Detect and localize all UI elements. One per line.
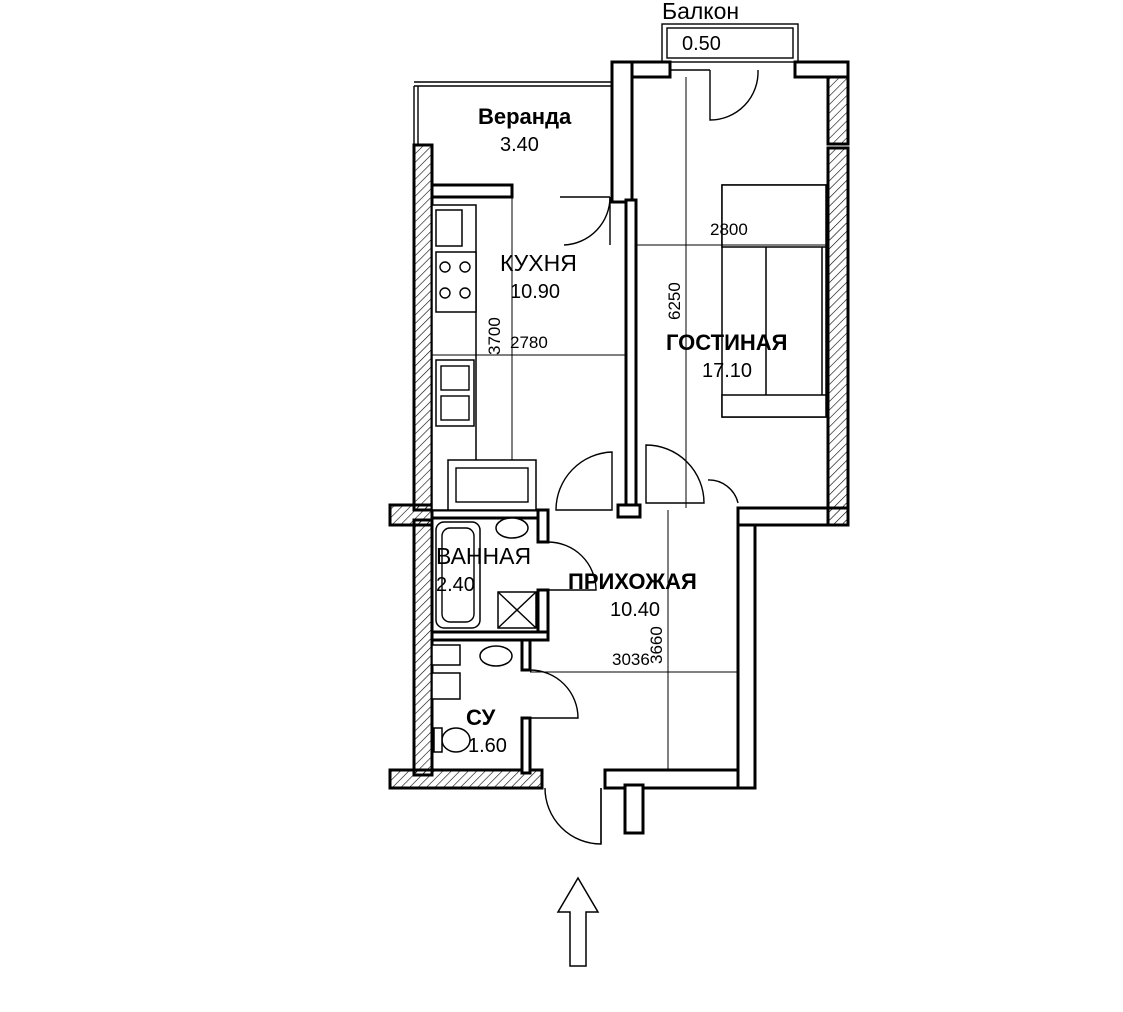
entrance-jamb — [623, 783, 645, 835]
kitchen-furniture — [431, 204, 537, 511]
veranda-door-swing — [560, 196, 611, 246]
living-door-swing-2 — [707, 479, 739, 504]
kitchen-area: 10.90 — [510, 281, 560, 303]
bathtub-inner — [441, 527, 475, 623]
balcony — [661, 23, 799, 121]
bottom-wall-left — [388, 768, 544, 790]
wc-partition-top — [520, 638, 532, 672]
kitchen-north-wall — [430, 183, 514, 199]
wc-area: 1.60 — [468, 735, 507, 757]
arrow-up-icon — [556, 876, 600, 967]
kitchen-south-partition — [430, 508, 540, 520]
bath-partition-top — [536, 508, 550, 544]
hallway-area: 10.40 — [610, 599, 660, 621]
kitchen-sink — [435, 359, 475, 427]
hallway-width-label: 3036 — [612, 650, 650, 669]
living-name: ГОСТИНАЯ — [666, 330, 787, 355]
sofa-arm-top — [721, 184, 827, 248]
entrance-door-swing — [544, 787, 602, 845]
balcony-name: Балкон — [662, 0, 739, 24]
walls — [388, 60, 850, 835]
hallway-doors — [529, 451, 613, 845]
veranda-name: Веранда — [478, 104, 572, 129]
balcony-outline — [661, 23, 799, 63]
bath-washbasin — [495, 517, 529, 539]
living-north-wall-right — [793, 60, 850, 79]
kitchen-west-wall — [412, 143, 434, 512]
balcony-rail — [666, 27, 794, 59]
kitchen-living-partition — [624, 198, 638, 512]
wc-washbasin — [479, 645, 513, 667]
kitchen-length-label: 3700 — [485, 317, 504, 355]
kitchen-width-label: 2780 — [510, 333, 548, 352]
wc-door-swing — [529, 669, 579, 719]
toilet-tank — [433, 727, 443, 753]
fridge — [435, 209, 463, 247]
bathroom-name: ВАННАЯ — [436, 543, 531, 569]
hallway-length-label: 3660 — [647, 626, 666, 664]
veranda-area: 3.40 — [500, 134, 539, 156]
living-width-label: 2800 — [710, 220, 748, 239]
dimension-lines — [432, 77, 828, 770]
veranda — [413, 81, 612, 246]
partition-foot — [616, 503, 642, 519]
living-door-swing — [645, 444, 705, 504]
kitchen-door-swing — [555, 451, 613, 511]
bath-west-wall — [412, 518, 434, 777]
balcony-area: 0.50 — [682, 33, 721, 55]
sofa-arm-bottom — [721, 394, 827, 418]
stove — [435, 251, 477, 313]
bath-wc-partition — [430, 630, 550, 642]
living-furniture — [645, 184, 827, 504]
living-length-label: 6250 — [665, 282, 684, 320]
kitchen-cabinet-inner — [455, 467, 529, 503]
shower-diag-2 — [497, 591, 537, 629]
bath-fixtures — [431, 517, 537, 753]
living-east-wall — [826, 146, 850, 527]
bathroom-area: 2.40 — [436, 574, 475, 596]
hallway-east-wall — [736, 506, 757, 790]
wc-partition-bottom — [520, 716, 532, 775]
toilet — [441, 727, 471, 753]
bath-door-swing — [547, 541, 597, 591]
bathtub — [435, 521, 481, 629]
living-area: 17.10 — [702, 360, 752, 382]
kitchen-name: КУХНЯ — [500, 250, 577, 276]
hallway-name: ПРИХОЖАЯ — [568, 569, 697, 594]
living-west-wall-upper — [610, 60, 634, 204]
wc-cabinet-2 — [431, 672, 461, 700]
wc-cabinet-1 — [431, 644, 461, 666]
wc-name: СУ — [466, 705, 496, 730]
balcony-door-swing — [709, 69, 759, 121]
